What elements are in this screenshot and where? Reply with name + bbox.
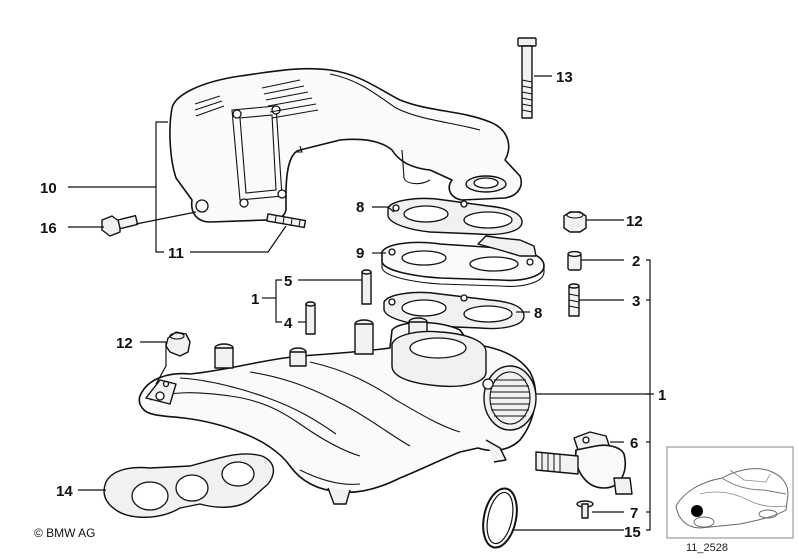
stud-11	[266, 213, 307, 229]
figure-code: 11_2528	[686, 542, 728, 554]
bolt-16	[101, 214, 139, 237]
engine-location-marker	[691, 505, 703, 517]
cap-nut-12-left	[165, 331, 191, 357]
callout-labels: 13 10 16 11 8 9 5 1 4 8 12 2 3 1 6 7 15 …	[40, 69, 666, 541]
locator-inset: 11_2528	[666, 446, 794, 554]
sleeve-2	[567, 250, 582, 271]
manifold-cooling-ribs	[194, 79, 319, 119]
callout-2: 2	[632, 253, 640, 270]
callout-7: 7	[630, 505, 638, 522]
callout-5: 5	[284, 273, 292, 290]
stud-4	[305, 301, 316, 335]
callout-1-left: 1	[251, 291, 259, 308]
callout-10: 10	[40, 180, 57, 197]
o-ring-15	[482, 487, 518, 549]
copyright-label: © BMW AG	[34, 526, 96, 540]
callout-1-right: 1	[658, 387, 666, 404]
callout-8-lower: 8	[534, 305, 542, 322]
housing-grille	[490, 379, 530, 417]
spacer-9	[381, 235, 545, 287]
callout-6: 6	[630, 435, 638, 452]
callout-12-left: 12	[116, 335, 133, 352]
callout-4: 4	[284, 315, 293, 332]
callout-3: 3	[632, 293, 640, 310]
lower-intake-manifold	[138, 317, 537, 505]
stud-3	[568, 283, 580, 317]
gasket-14	[103, 453, 275, 518]
callout-13: 13	[556, 69, 573, 86]
cap-nut-12-right	[563, 211, 587, 233]
callout-12-right: 12	[626, 213, 643, 230]
callout-11: 11	[168, 245, 184, 262]
callout-16: 16	[40, 220, 57, 237]
car-outline	[675, 468, 789, 529]
upper-intake-manifold	[169, 67, 522, 223]
bolt-13	[517, 37, 537, 119]
stud-5	[361, 269, 372, 305]
screw-7	[576, 500, 594, 519]
idle-valve-6	[535, 431, 633, 495]
callout-8-upper: 8	[356, 199, 364, 216]
gasket-8-upper	[387, 197, 523, 236]
callout-9: 9	[356, 245, 364, 262]
leader-lines	[68, 75, 654, 531]
callout-15: 15	[624, 524, 641, 541]
callout-14: 14	[56, 483, 73, 500]
